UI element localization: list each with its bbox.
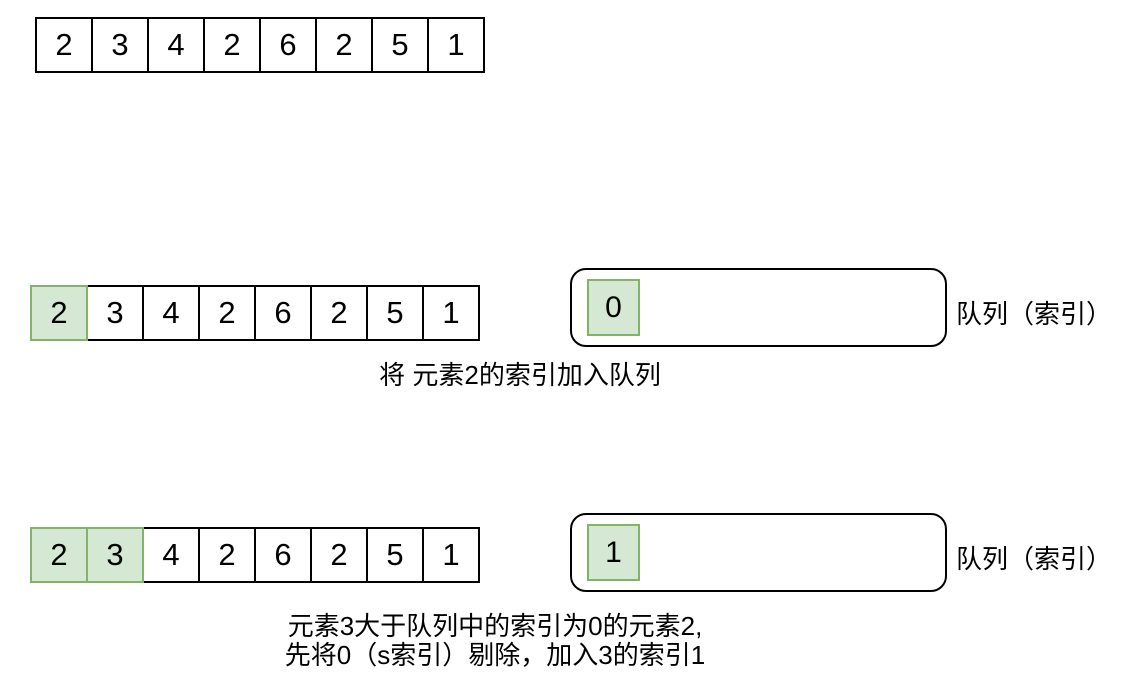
array-row-initial: 2 3 4 2 6 2 5 1 bbox=[35, 17, 485, 73]
queue-box-step1: 0 bbox=[570, 268, 947, 347]
array-cell: 2 bbox=[315, 17, 373, 73]
array-cell: 5 bbox=[366, 527, 424, 583]
array-cell: 4 bbox=[142, 285, 200, 341]
array-cell: 5 bbox=[371, 17, 429, 73]
array-cell: 6 bbox=[254, 527, 312, 583]
queue-label: 队列（索引） bbox=[956, 544, 1113, 574]
caption-step2: 元素3大于队列中的索引为0的元素2, 先将0（s索引）剔除，加入3的索引1 bbox=[215, 612, 775, 670]
array-cell: 1 bbox=[422, 527, 480, 583]
array-cell: 3 bbox=[86, 527, 144, 583]
array-cell: 1 bbox=[422, 285, 480, 341]
array-cell: 6 bbox=[254, 285, 312, 341]
array-cell: 4 bbox=[142, 527, 200, 583]
array-cell: 5 bbox=[366, 285, 424, 341]
caption-line: 将 元素2的索引加入队列 bbox=[379, 360, 661, 390]
array-row-step1: 2 3 4 2 6 2 5 1 bbox=[30, 285, 480, 341]
array-cell: 3 bbox=[91, 17, 149, 73]
queue-item-cell: 0 bbox=[587, 279, 640, 336]
queue-label: 队列（索引） bbox=[956, 299, 1113, 329]
caption-line: 元素3大于队列中的索引为0的元素2, bbox=[287, 611, 703, 641]
array-cell: 2 bbox=[35, 17, 93, 73]
queue-box-step2: 1 bbox=[570, 513, 947, 592]
queue-item-cell: 1 bbox=[587, 524, 640, 581]
array-cell: 2 bbox=[310, 527, 368, 583]
array-cell: 4 bbox=[147, 17, 205, 73]
array-cell: 1 bbox=[427, 17, 485, 73]
array-cell: 3 bbox=[86, 285, 144, 341]
array-cell: 2 bbox=[198, 285, 256, 341]
array-cell: 2 bbox=[30, 527, 88, 583]
array-cell: 2 bbox=[310, 285, 368, 341]
array-cell: 2 bbox=[30, 285, 88, 341]
array-cell: 6 bbox=[259, 17, 317, 73]
caption-line: 先将0（s索引）剔除，加入3的索引1 bbox=[284, 640, 706, 670]
array-row-step2: 2 3 4 2 6 2 5 1 bbox=[30, 527, 480, 583]
array-cell: 2 bbox=[198, 527, 256, 583]
array-cell: 2 bbox=[203, 17, 261, 73]
caption-step1: 将 元素2的索引加入队列 bbox=[250, 361, 790, 390]
